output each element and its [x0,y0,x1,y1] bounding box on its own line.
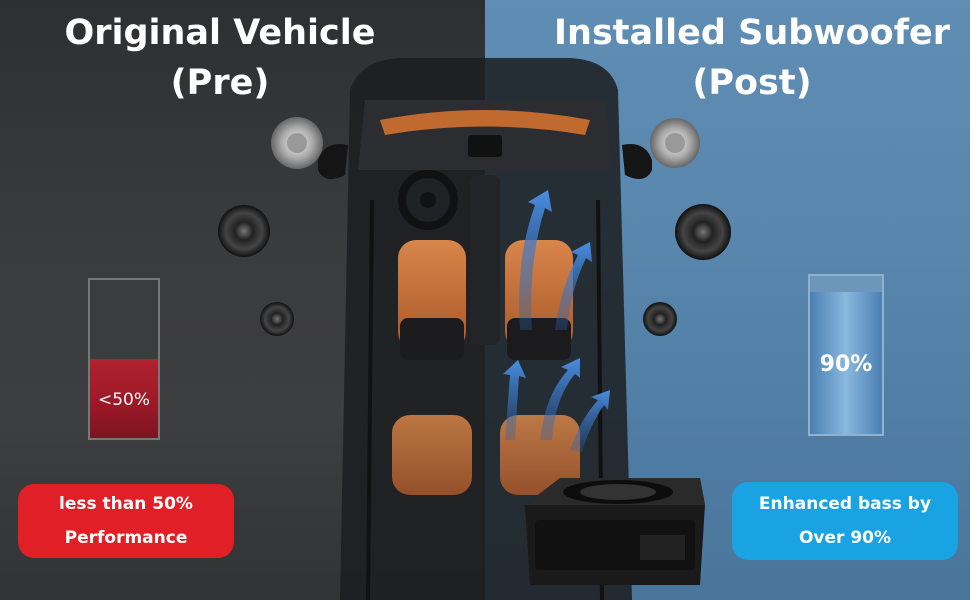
right-tweeter-icon [650,118,700,168]
post-meter-label: 90% [819,352,873,377]
subwoofer-unit-icon [525,478,705,585]
pre-badge-line1: less than 50% [59,494,193,514]
left-midrange-icon [260,302,294,336]
pre-meter-label: <50% [97,390,151,410]
pre-performance-meter: <50% [88,278,160,440]
pre-badge-line2: Performance [64,528,188,548]
left-tweeter-icon [271,117,323,169]
right-midrange-icon [643,302,677,336]
post-meter-fill [810,291,882,434]
pre-subtitle: (Pre) [170,63,270,103]
post-title: Installed Subwoofer [554,13,950,53]
pre-performance-badge: less than 50% Performance [18,484,234,558]
post-heading: Installed Subwoofer (Post) [552,8,952,108]
pre-title: Original Vehicle [64,13,376,53]
post-badge-line2: Over 90% [798,528,892,548]
post-badge-line1: Enhanced bass by [758,494,932,514]
left-woofer-icon [218,205,270,257]
post-subtitle: (Post) [692,63,812,103]
pre-meter-fill [90,359,158,438]
post-performance-meter: 90% [808,274,884,436]
post-performance-badge: Enhanced bass by Over 90% [732,482,958,560]
right-woofer-icon [675,204,731,260]
pre-heading: Original Vehicle (Pre) [60,8,380,108]
